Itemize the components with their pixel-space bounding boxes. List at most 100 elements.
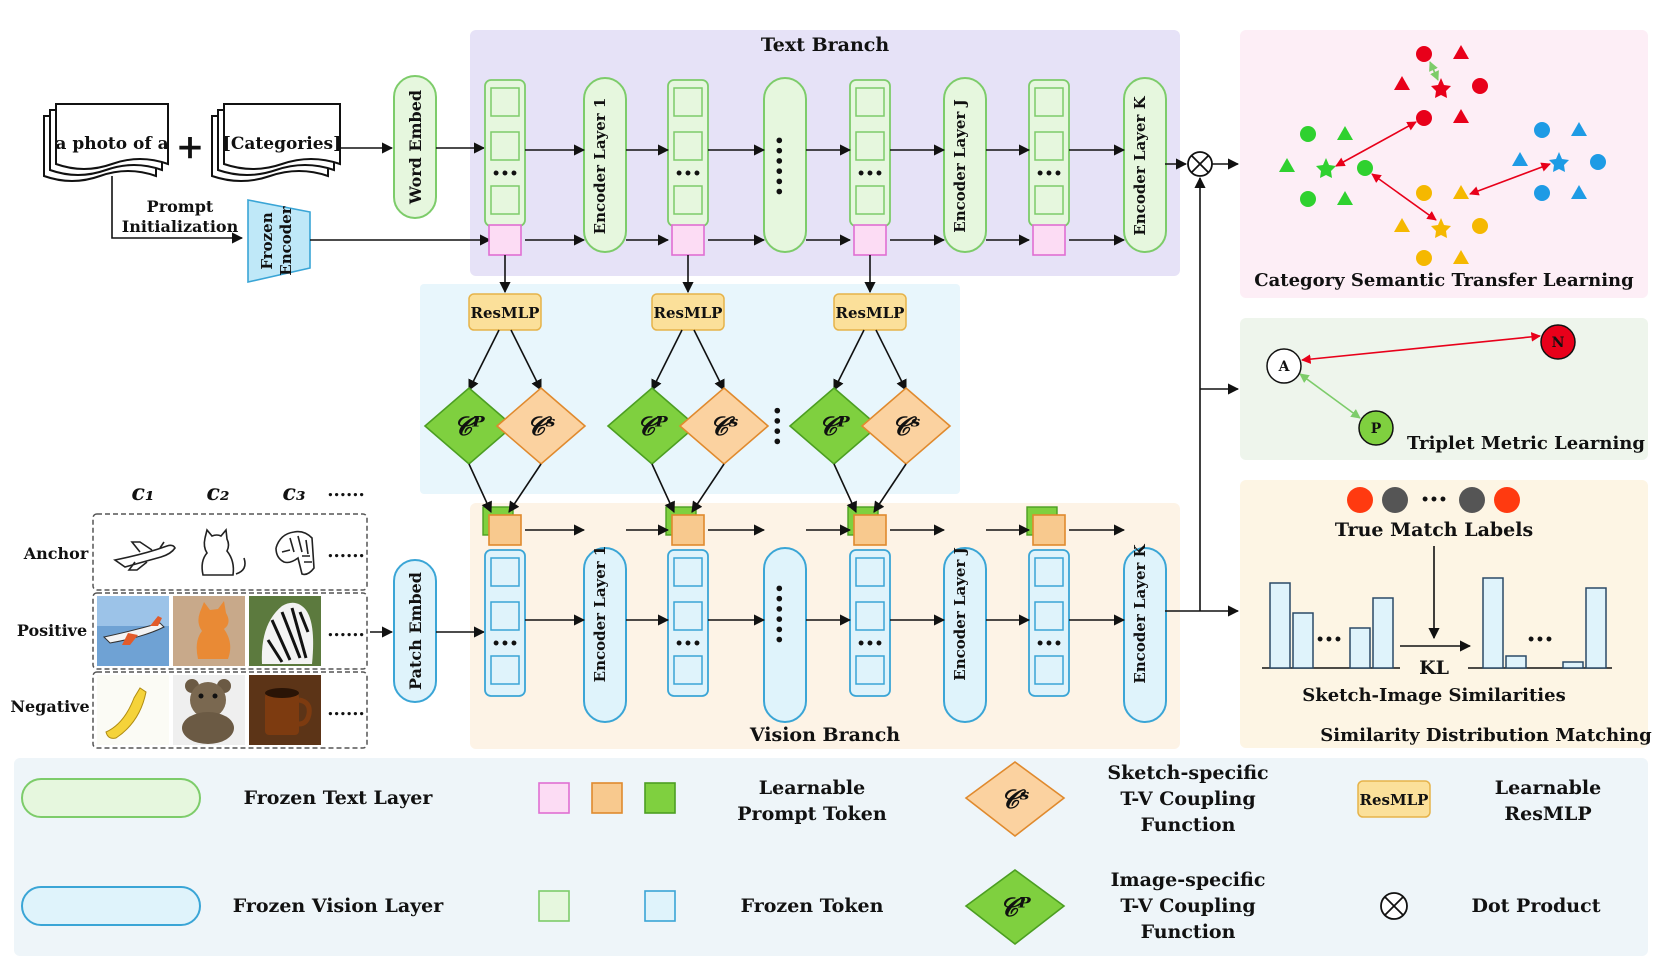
vision-frozen-token: [673, 655, 703, 685]
vision-encoder-k-label: Encoder Layer K: [1131, 543, 1149, 683]
prompt-init-label-2: Initialization: [122, 217, 239, 236]
vision-layer-ellipsis: [763, 547, 807, 723]
right-bar-2: [1505, 655, 1527, 669]
text-prompt-token-2: [671, 224, 705, 256]
sketch-cat: [201, 528, 246, 576]
similarity-panel-title: Similarity Distribution Matching: [1320, 725, 1652, 746]
legend-sketch-2: T-V Coupling: [1120, 788, 1255, 810]
class-label-1: 𝒄₁: [131, 480, 154, 506]
negative-node: [1540, 324, 1576, 360]
vision-frozen-token: [1034, 601, 1064, 631]
text-frozen-token: [1034, 87, 1064, 117]
class-label-more: ......: [327, 480, 365, 501]
vision-branch-columns: ••••••••••••: [482, 506, 1167, 723]
text-encoder-k-label: Encoder Layer K: [1131, 95, 1149, 235]
resmlp-label-1: ResMLP: [471, 304, 540, 322]
word-embed-label: Word Embed: [406, 90, 425, 205]
class-label-3: 𝒄₃: [282, 480, 305, 506]
cs-symbol-2: 𝒞ˢ: [709, 412, 738, 442]
legend-frozen-text-label: Frozen Text Layer: [244, 787, 434, 809]
cp-symbol-1: 𝒞ᴾ: [453, 412, 485, 442]
legend-image-3: Function: [1141, 921, 1236, 943]
category-panel: [1240, 30, 1648, 298]
vision-prompt-token-3: [853, 514, 887, 546]
category-panel-title: Category Semantic Transfer Learning: [1254, 270, 1634, 291]
anchor-node: [1266, 348, 1302, 384]
legend-resmlp-badge-text: ResMLP: [1360, 791, 1429, 809]
left-bar-1: [1269, 582, 1291, 669]
text-encoder-j-label: Encoder Layer J: [951, 99, 969, 232]
photo-airplane: [97, 596, 169, 666]
cp-symbol-2: 𝒞ᴾ: [636, 412, 668, 442]
vision-token-ellipsis: •••: [675, 636, 702, 652]
photo-teddy-bear: [173, 675, 245, 745]
resmlp-block-3: [833, 293, 907, 331]
text-branch-columns: ••••••••••••: [484, 77, 1167, 256]
legend-image-1: Image-specific: [1111, 869, 1266, 891]
patch-embed-block: [393, 559, 437, 703]
vision-prompt-token-2: [671, 514, 705, 546]
negative-node-label: N: [1552, 335, 1565, 351]
text-token-ellipsis: •••: [675, 166, 702, 182]
text-prompt-token-3: [853, 224, 887, 256]
vision-frozen-token: [855, 601, 885, 631]
coupling-dots: ••••: [768, 406, 787, 447]
vision-token-ellipsis: •••: [857, 636, 884, 652]
text-token-ellipsis: •••: [857, 166, 884, 182]
legend-learnable-resmlp-1: Learnable: [1495, 777, 1602, 799]
text-layer-ellipsis: [763, 77, 807, 253]
legend-image-2: T-V Coupling: [1120, 895, 1255, 917]
text-branch-region: [470, 30, 1180, 276]
right-bar-1: [1482, 577, 1504, 669]
text-branch-title: Text Branch: [761, 34, 890, 56]
legend-cs-diamond: [964, 761, 1066, 838]
legend-learnable-2: Prompt Token: [737, 803, 887, 825]
legend-learnable-resmlp-2: ResMLP: [1504, 803, 1591, 825]
legend-cp-symbol: 𝒞ᴾ: [999, 893, 1031, 923]
photo-banana: [97, 675, 169, 745]
legend-cs-symbol: 𝒞ˢ: [1000, 785, 1029, 815]
vision-frozen-token: [673, 557, 703, 587]
legend-sketch-1: Sketch-specific: [1107, 762, 1268, 784]
legend-frozen-token-blue: [644, 890, 676, 922]
true-match-dots: •••: [1421, 492, 1448, 508]
vision-frozen-token: [1034, 655, 1064, 685]
left-bar-4: [1372, 597, 1394, 669]
cs-symbol-3: 𝒞ˢ: [891, 412, 920, 442]
sketch-zebra: [275, 530, 315, 576]
text-token-ellipsis: •••: [1036, 166, 1063, 182]
text-layer-encoder_j: [943, 77, 987, 253]
bars-right-dots: •••: [1527, 632, 1554, 648]
resmlp-label-3: ResMLP: [836, 304, 905, 322]
legend-dot-product-icon: [1380, 892, 1408, 920]
vision-frozen-token: [490, 655, 520, 685]
legend-frozen-text-swatch: [21, 778, 201, 818]
legend-frozen-token-label: Frozen Token: [741, 895, 884, 917]
vision-encoder-j-label: Encoder Layer J: [951, 547, 969, 680]
legend-learnable-1: Learnable: [759, 777, 866, 799]
word-embed-block: [393, 75, 437, 219]
vision-token-ellipsis: •••: [492, 636, 519, 652]
text-frozen-token: [490, 185, 520, 215]
categories-doc-text: [Categories]: [223, 134, 341, 154]
legend-frozen-token-green: [538, 890, 570, 922]
vision-layer-ellipsis: ••••••: [770, 583, 789, 644]
positive-row-dots: ......: [327, 620, 365, 641]
vision-frozen-token: [855, 557, 885, 587]
photo-coffee-mug: [249, 675, 321, 745]
text-layer-encoder_1: [583, 77, 627, 253]
legend-prompt-pink: [538, 782, 570, 814]
text-frozen-token: [1034, 185, 1064, 215]
anchor-node-label: A: [1278, 359, 1291, 375]
vision-layer-encoder_1: [583, 547, 627, 723]
frozen-encoder-block: [247, 199, 311, 284]
vision-branch-title: Vision Branch: [749, 724, 900, 746]
vision-layer-encoder_k: [1123, 547, 1167, 723]
positive-node-label: P: [1371, 421, 1382, 437]
negative-row-dots: ......: [327, 699, 365, 720]
input-grid: 𝒄₁ 𝒄₂ 𝒄₃ ...... Anchor Positive Negative: [10, 480, 368, 749]
category-semantic-scatter: [1279, 45, 1606, 266]
text-frozen-token: [490, 131, 520, 161]
